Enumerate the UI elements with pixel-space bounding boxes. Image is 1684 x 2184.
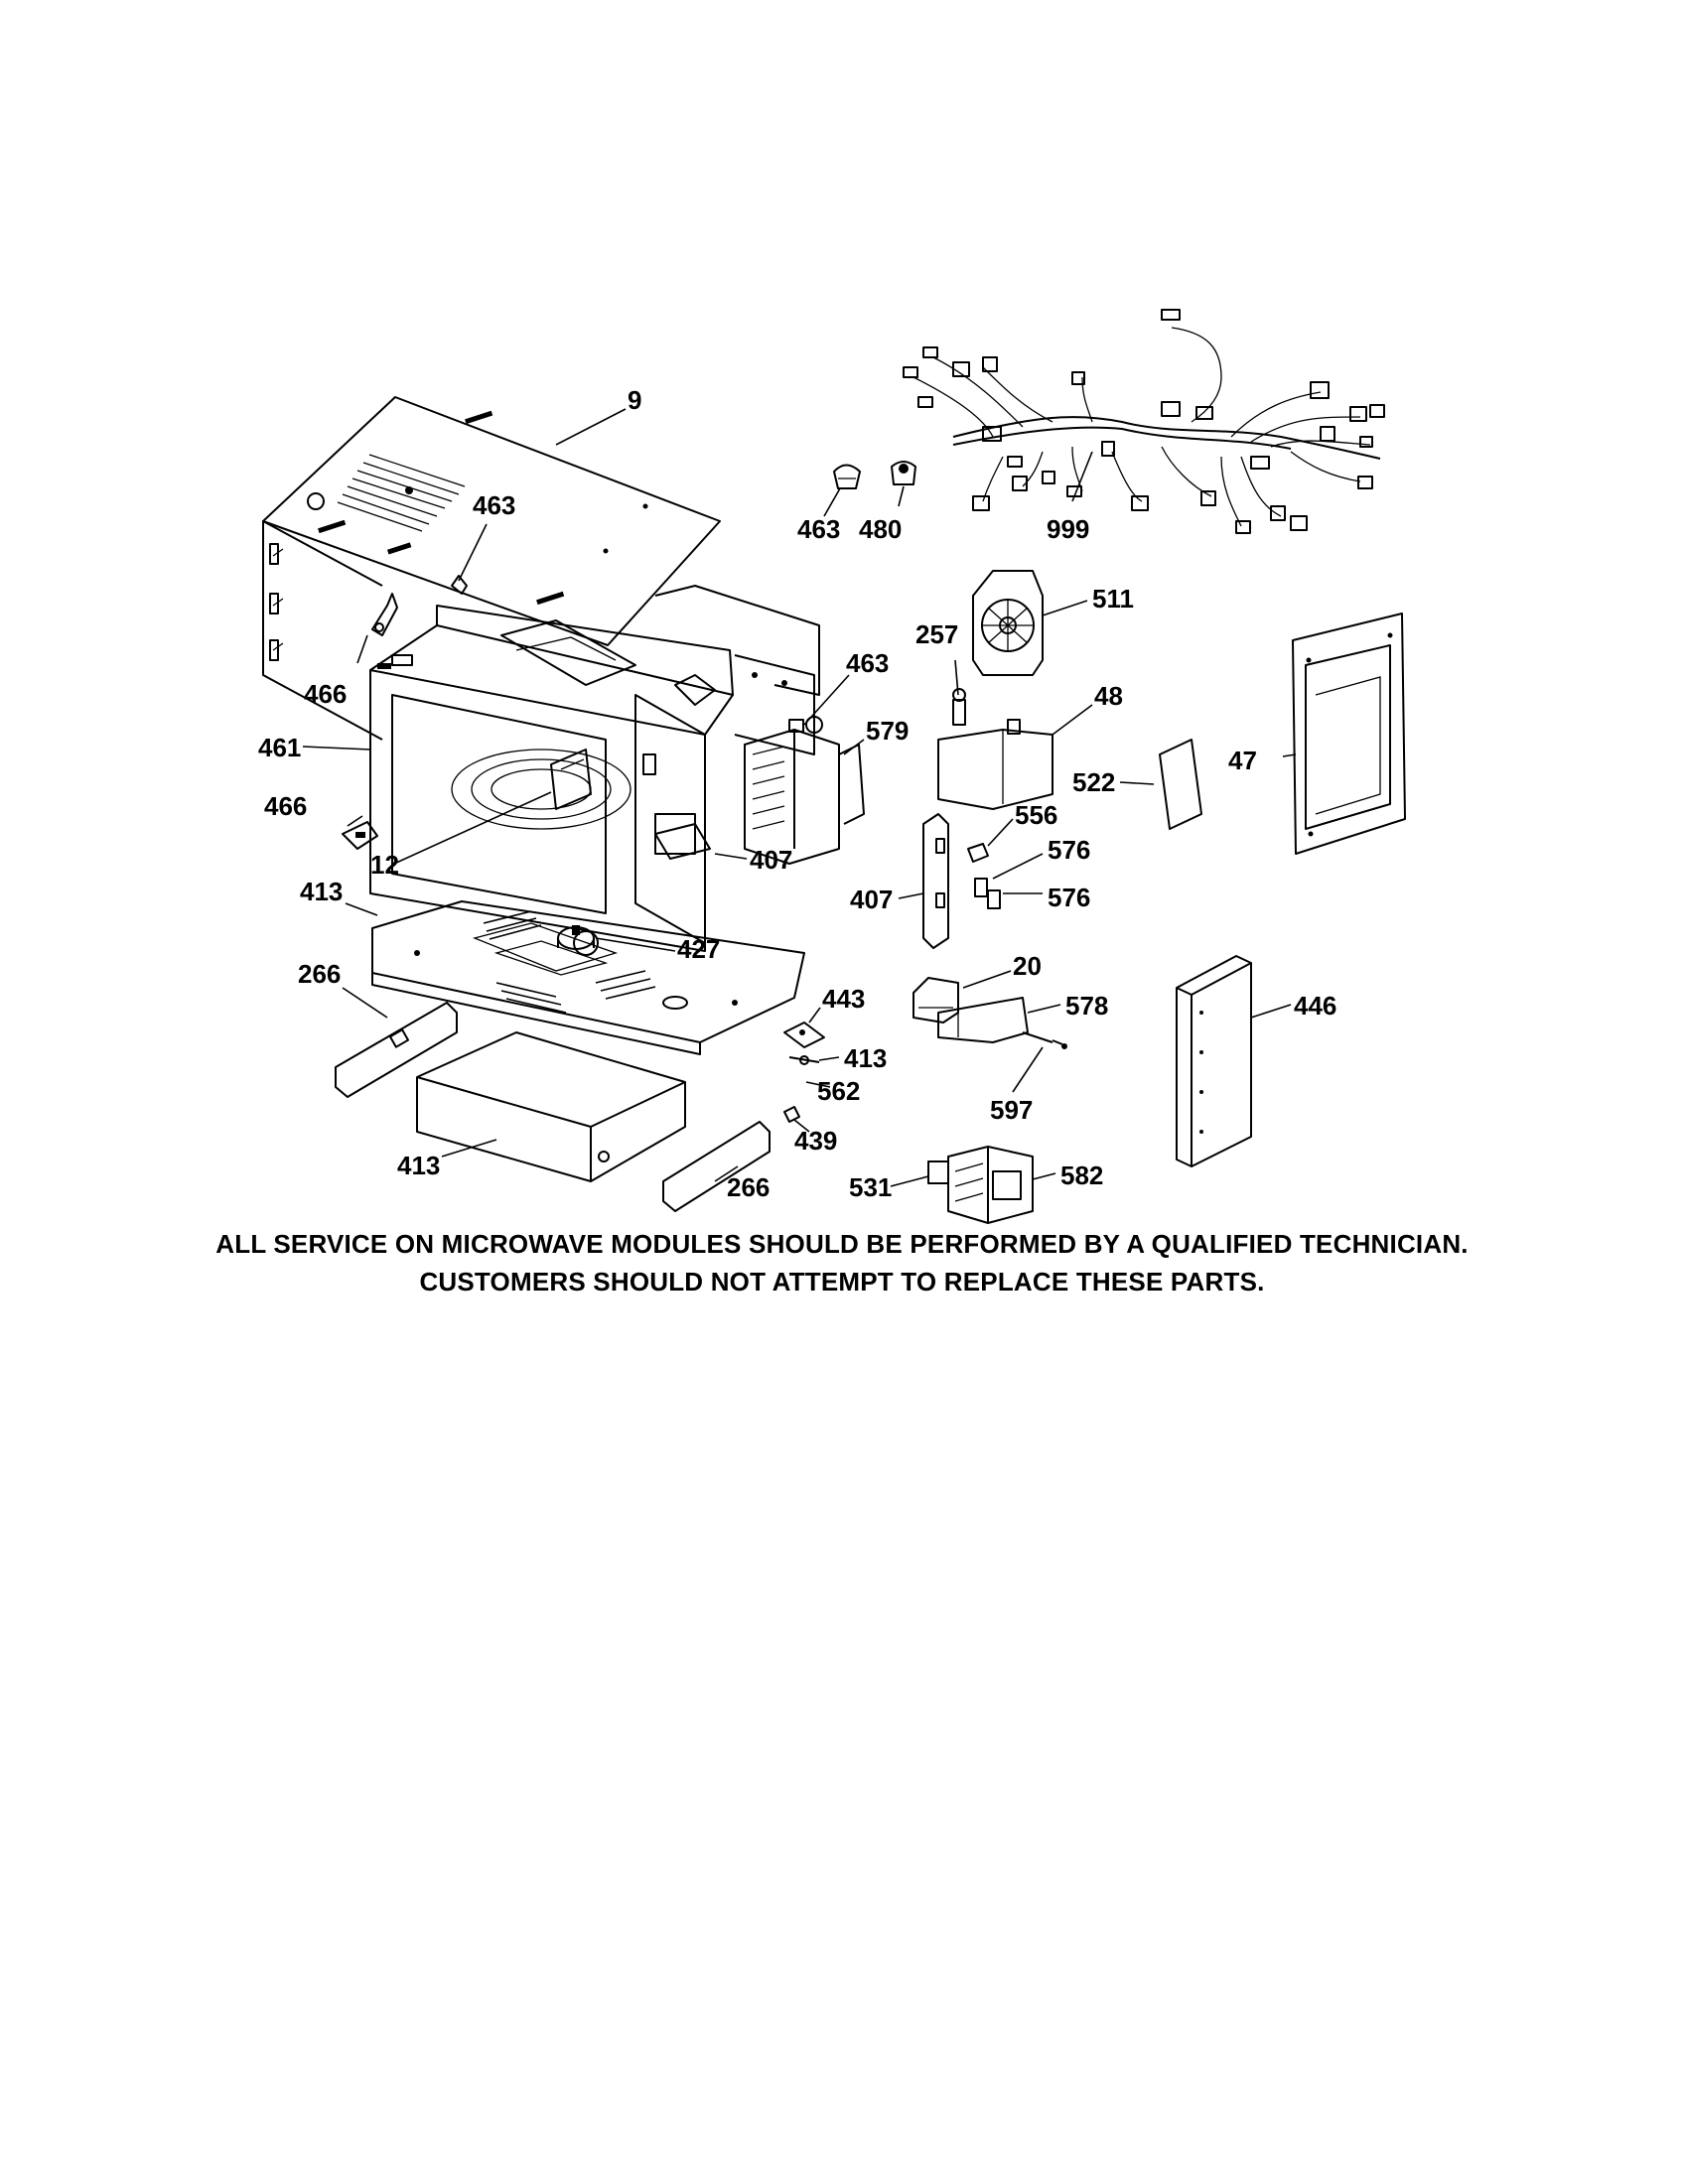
part-outer-case [262, 396, 721, 741]
harness-connectors [903, 309, 1385, 534]
part-rail-266-a [335, 1002, 458, 1098]
callout-413-b: 413 [397, 1151, 440, 1180]
part-capacitor-578 [937, 997, 1029, 1043]
part-443 [783, 1022, 825, 1048]
callout-466-b: 466 [264, 791, 307, 821]
part-thermal-fuse-480 [891, 461, 916, 485]
part-interlock-407-b [922, 813, 949, 949]
callout-407-a: 407 [750, 845, 792, 875]
part-waveguide-cover [550, 749, 592, 810]
part-turntable-motor [557, 925, 595, 950]
callout-12: 12 [370, 850, 399, 880]
callout-9: 9 [628, 385, 641, 415]
callout-576-b: 576 [1048, 883, 1090, 912]
part-cavity-frame [369, 605, 734, 952]
service-notice-line-1: ALL SERVICE ON MICROWAVE MODULES SHOULD … [215, 1229, 1469, 1259]
callout-597: 597 [990, 1095, 1033, 1125]
callout-48: 48 [1094, 681, 1123, 711]
callout-413-a: 413 [300, 877, 343, 906]
part-transformer-582 [947, 1146, 1034, 1224]
part-drip-tray [416, 1031, 686, 1182]
part-wire-harness [903, 309, 1385, 534]
callout-511: 511 [1092, 584, 1134, 614]
part-562 [788, 1055, 820, 1065]
part-switch-576-a [974, 878, 988, 897]
callout-257: 257 [915, 619, 958, 649]
part-interlock-407-a [654, 823, 711, 860]
callout-439: 439 [794, 1126, 837, 1156]
part-hinge-466-a [371, 593, 398, 636]
callout-466-a: 466 [304, 679, 347, 709]
callout-582: 582 [1060, 1160, 1103, 1190]
callout-413-c: 413 [844, 1043, 887, 1073]
part-diode-597 [1022, 1031, 1067, 1049]
callout-labels: 9 463 463 480 999 466 461 466 12 413 266… [258, 385, 1336, 1202]
callout-576-a: 576 [1048, 835, 1090, 865]
service-notice-line-2: CUSTOMERS SHOULD NOT ATTEMPT TO REPLACE … [419, 1267, 1265, 1297]
callout-407-b: 407 [850, 885, 893, 914]
part-back-plate-446 [1176, 955, 1252, 1167]
callout-556: 556 [1015, 800, 1057, 830]
part-capacitor-bracket [912, 977, 959, 1024]
callout-463-a: 463 [473, 490, 515, 520]
part-lamp-257 [952, 688, 966, 726]
callout-480: 480 [859, 514, 902, 544]
part-switch-463-c [788, 719, 804, 733]
callout-427: 427 [677, 934, 720, 964]
part-hinge-466-b [342, 821, 378, 850]
callout-531: 531 [849, 1172, 892, 1202]
part-switch-556 [967, 843, 989, 863]
callout-266-a: 266 [298, 959, 341, 989]
base-slots [483, 910, 656, 1014]
part-base-plate [371, 900, 805, 1055]
part-switch-576-b [987, 889, 1001, 909]
callout-446: 446 [1294, 991, 1336, 1021]
callout-443: 443 [822, 984, 865, 1014]
part-air-duct [937, 719, 1053, 810]
callout-20: 20 [1013, 951, 1042, 981]
callout-463-c: 463 [846, 648, 889, 678]
part-rail-266-b [662, 1121, 771, 1212]
callout-579: 579 [866, 716, 909, 746]
part-magnetron [744, 716, 865, 865]
part-531 [927, 1160, 949, 1184]
callout-463-b: 463 [797, 514, 840, 544]
callout-999: 999 [1047, 514, 1089, 544]
callout-578: 578 [1065, 991, 1108, 1021]
part-side-panel-47 [1292, 613, 1406, 855]
callout-522: 522 [1072, 767, 1115, 797]
part-shield-522 [1159, 739, 1202, 830]
leader-lines [302, 408, 1297, 1187]
callout-266-b: 266 [727, 1172, 770, 1202]
vent-grille [337, 454, 466, 532]
callout-461: 461 [258, 733, 301, 762]
part-fan-motor [972, 570, 1044, 676]
callout-562: 562 [817, 1076, 860, 1106]
part-fuse-cap-463 [833, 464, 861, 489]
part-switch-463-a [451, 575, 468, 595]
part-439 [783, 1106, 800, 1123]
callout-47: 47 [1228, 746, 1257, 775]
